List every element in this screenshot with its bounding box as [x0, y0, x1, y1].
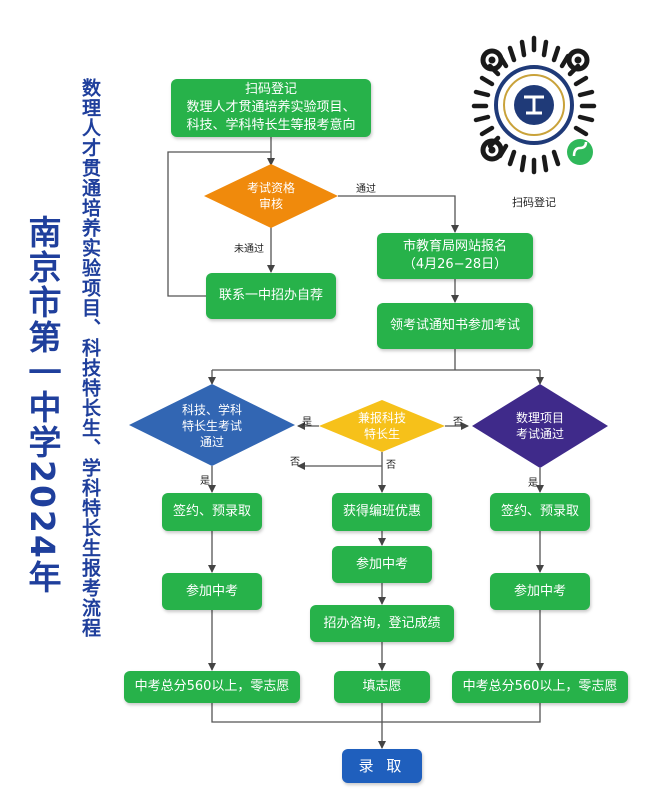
yes-left-label: 是: [302, 417, 312, 428]
no-dual-label: 否: [386, 460, 396, 471]
notice-node: 领考试通知书参加考试: [377, 303, 533, 349]
exam-right-node: 参加中考: [490, 573, 590, 610]
subtitle: 数理人才贯通培养实验项目、科技特长生、学科特长生报考流程: [79, 78, 101, 638]
no-right-label: 否: [453, 417, 463, 428]
consult-node: 招办咨询，登记成绩: [310, 605, 454, 642]
register-node: 扫码登记 数理人才贯通培养实验项目、 科技、学科特长生等报考意向: [171, 79, 371, 137]
qr-caption: 扫码登记: [512, 196, 556, 209]
exam-mid-node: 参加中考: [332, 546, 432, 583]
no-mid-label: 否: [290, 457, 300, 468]
qualify-text: 考试资格 审核: [246, 181, 295, 211]
yes-sci-label: 是: [200, 476, 210, 487]
pass-label: 通过: [356, 184, 376, 195]
connectors: [167, 137, 544, 749]
exam-left-node: 参加中考: [162, 573, 262, 610]
bonus-node: 获得编班优惠: [332, 493, 432, 531]
sign-left-node: 签约、预录取: [162, 493, 262, 531]
math-pass-text: 数理项目 考试通过: [515, 411, 564, 441]
fail-label: 未通过: [234, 244, 264, 255]
fill-node: 填志愿: [334, 671, 430, 703]
score-left-node: 中考总分560以上，零志愿: [124, 671, 300, 703]
score-right-node: 中考总分560以上，零志愿: [452, 671, 628, 703]
sign-right-node: 签约、预录取: [490, 493, 590, 531]
qualify-diamond: [204, 164, 338, 228]
dual-diamond: [319, 400, 445, 452]
main-title: 南京市第一中学2024年: [23, 215, 62, 595]
admit-node: 录 取: [342, 749, 422, 783]
contact-node: 联系一中招办自荐: [206, 273, 336, 319]
sci-pass-diamond: [129, 384, 295, 466]
sci-pass-text: 科技、学科 特长生考试 通过: [181, 403, 242, 449]
math-pass-diamond: [472, 384, 608, 468]
signup-node: 市教育局网站报名 （4月26−28日）: [377, 233, 533, 279]
yes-math-label: 是: [528, 478, 538, 489]
dual-text: 兼报科技 特长生: [357, 411, 406, 441]
